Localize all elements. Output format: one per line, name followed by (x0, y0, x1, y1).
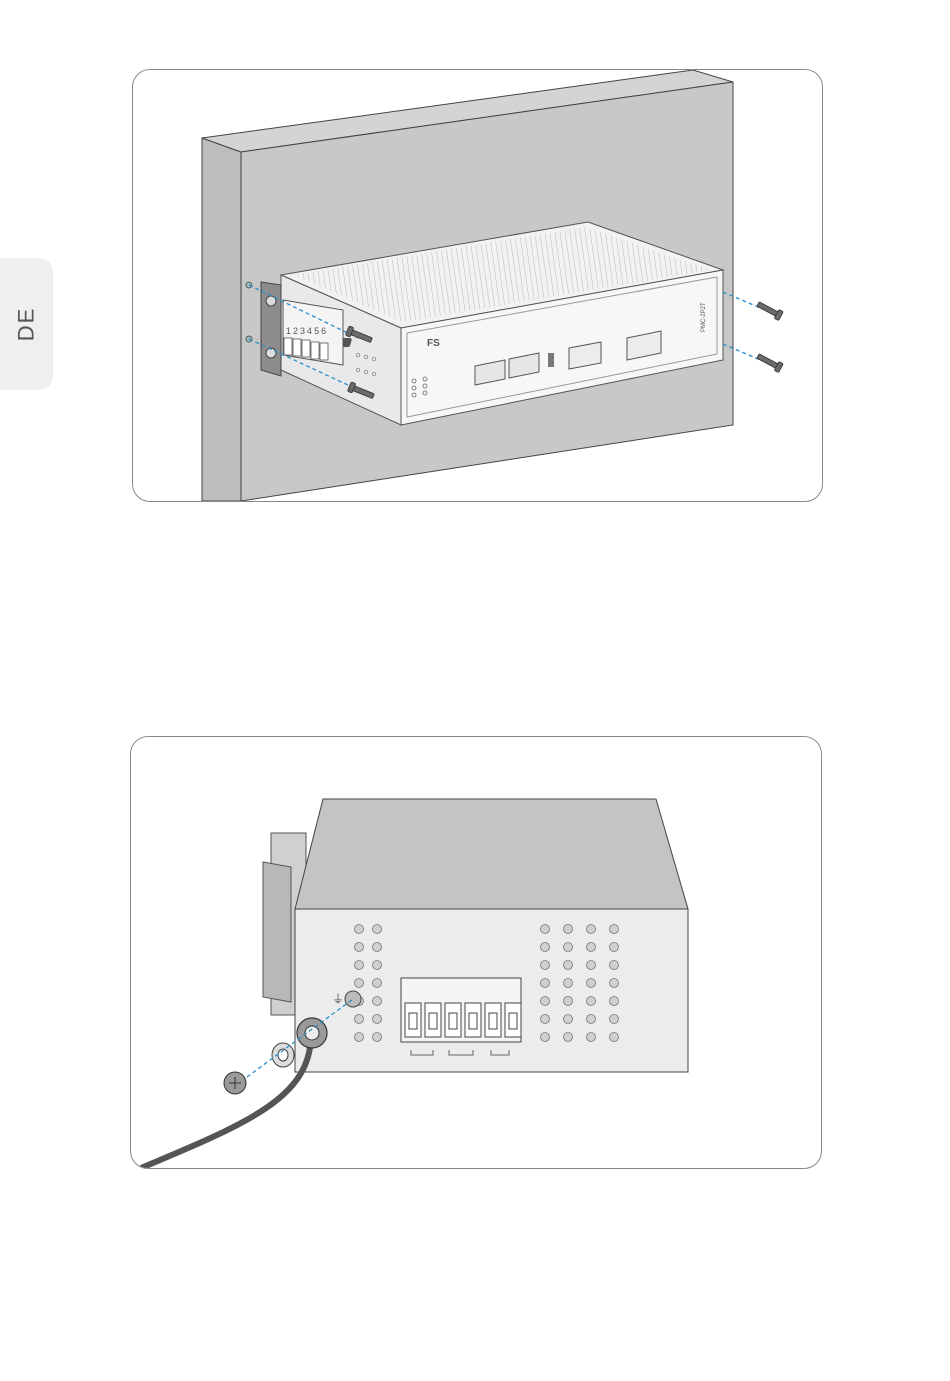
grounding-illustration: ⏚ (131, 737, 821, 1168)
brand-text: FS (427, 338, 440, 349)
screw-icon (224, 1072, 246, 1094)
wall-side (202, 138, 241, 501)
ground-symbol: ⏚ (332, 992, 344, 1006)
dip-switch (548, 353, 554, 367)
device-top (295, 799, 688, 909)
model-label: PMC-2P2T (701, 302, 707, 332)
language-label: DE (14, 307, 40, 342)
language-tab[interactable]: DE (0, 258, 53, 390)
grounding-figure: ⏚ (130, 736, 822, 1169)
